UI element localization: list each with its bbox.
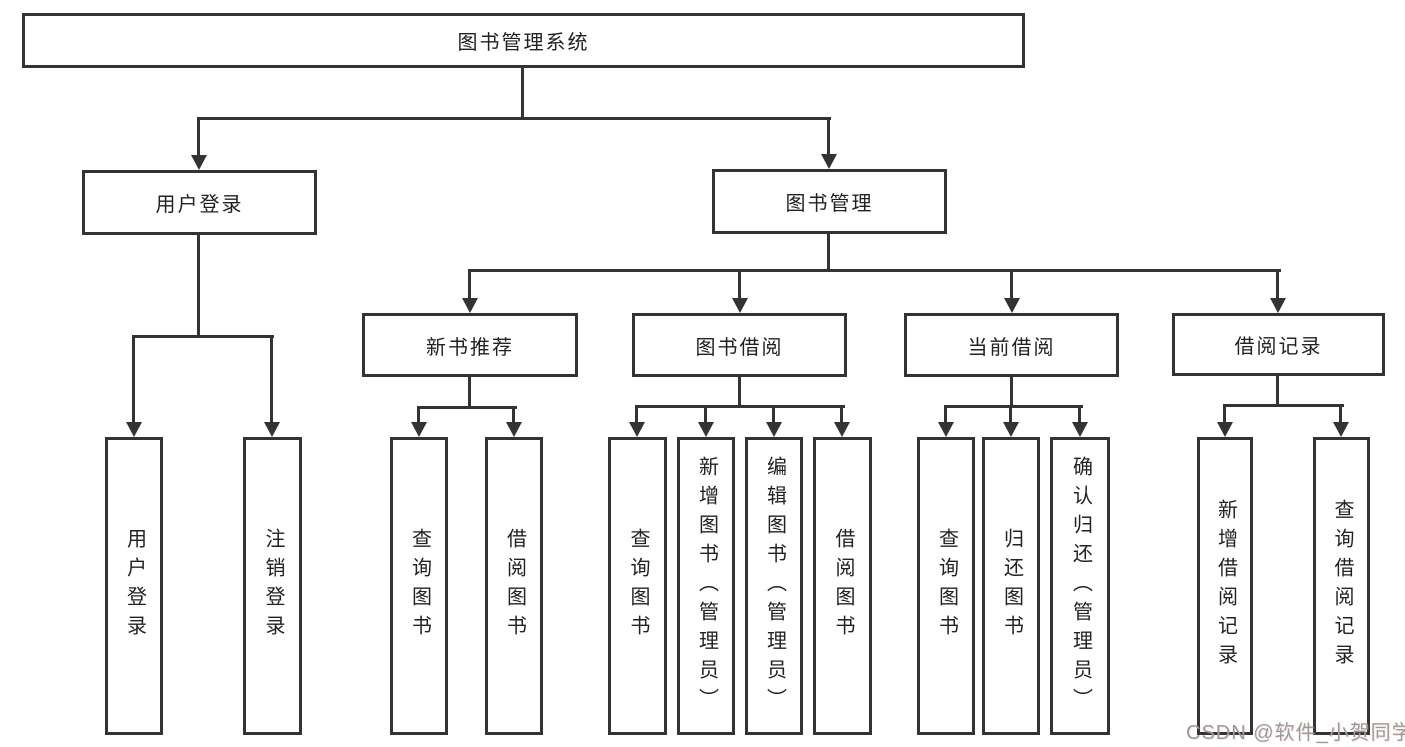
- connector-user-login-stem: [197, 235, 200, 337]
- node-leaf-user-login: 用户登录: [105, 437, 163, 735]
- connector-drop-user-login: [197, 118, 200, 158]
- node-leaf-records-add-record: 新增借阅记录: [1197, 437, 1253, 735]
- connector-drop-borrow-borrow: [840, 407, 843, 425]
- arrowhead-down: [264, 422, 280, 437]
- arrowhead-down: [834, 422, 850, 437]
- connector-book-mgmt-split: [468, 269, 1281, 272]
- node-leaf-logout: 注销登录: [243, 437, 302, 735]
- node-leaf-newrec-query-books: 查询图书: [390, 437, 448, 735]
- connector-user-login-split: [132, 335, 274, 338]
- node-leaf-borrow-edit-books-admin: 编辑图书（管理员）: [745, 437, 803, 735]
- node-leaf-current-confirm-return-admin-label: 确认归还（管理员）: [1069, 455, 1092, 717]
- node-leaf-borrow-edit-books-admin-label: 编辑图书（管理员）: [763, 455, 786, 717]
- connector-drop-newrec-query: [417, 408, 420, 425]
- arrowhead-down: [938, 422, 954, 437]
- node-leaf-borrow-borrow-books-label: 借阅图书: [832, 528, 854, 644]
- node-leaf-records-add-record-label: 新增借阅记录: [1214, 499, 1237, 673]
- node-user-login: 用户登录: [82, 170, 317, 235]
- node-leaf-borrow-add-books-admin: 新增图书（管理员）: [677, 437, 735, 735]
- node-user-login-label: 用户登录: [155, 194, 244, 216]
- node-leaf-current-confirm-return-admin: 确认归还（管理员）: [1050, 437, 1110, 735]
- connector-drop-leaf-logout: [270, 337, 273, 425]
- arrowhead-down: [629, 422, 645, 437]
- node-current-borrow: 当前借阅: [904, 313, 1119, 377]
- node-library-management-system: 图书管理系统: [22, 13, 1025, 68]
- node-library-management-system-label: 图书管理系统: [457, 32, 590, 54]
- arrowhead-down: [462, 298, 478, 313]
- connector-drop-records-query: [1339, 406, 1342, 425]
- connector-drop-current-query: [944, 407, 947, 425]
- node-leaf-newrec-query-books-label: 查询图书: [408, 528, 431, 644]
- connector-records-stem: [1276, 376, 1279, 406]
- node-current-borrow-label: 当前借阅: [967, 336, 1056, 359]
- connector-drop-newrec-borrow: [512, 408, 515, 425]
- arrowhead-down: [732, 298, 748, 313]
- arrowhead-down: [506, 422, 522, 437]
- node-leaf-newrec-borrow-books: 借阅图书: [485, 437, 543, 735]
- connector-drop-records-add: [1223, 406, 1226, 425]
- node-leaf-current-return-books: 归还图书: [982, 437, 1040, 735]
- node-book-borrow: 图书借阅: [632, 313, 847, 377]
- connector-current-stem: [1010, 377, 1013, 407]
- arrowhead-down: [698, 422, 714, 437]
- connector-drop-borrow-records: [1276, 271, 1279, 301]
- arrowhead-down: [1333, 422, 1349, 437]
- node-book-management-label: 图书管理: [785, 193, 874, 215]
- node-new-book-recommend-label: 新书推荐: [426, 336, 514, 359]
- connector-drop-current-confirm: [1078, 407, 1081, 425]
- node-leaf-borrow-add-books-admin-label: 新增图书（管理员）: [695, 455, 718, 717]
- node-leaf-logout-label: 注销登录: [262, 528, 284, 644]
- node-borrow-records-label: 借阅记录: [1234, 336, 1323, 358]
- node-leaf-current-query-books: 查询图书: [917, 437, 975, 735]
- arrowhead-down: [821, 154, 837, 169]
- connector-root-stem: [521, 68, 524, 118]
- arrowhead-down: [126, 422, 142, 437]
- connector-records-split: [1223, 404, 1344, 407]
- connector-drop-current-return: [1009, 407, 1012, 425]
- connector-book-mgmt-stem: [827, 234, 830, 271]
- connector-borrow-split: [635, 405, 845, 408]
- arrowhead-down: [1003, 422, 1019, 437]
- connector-drop-book-management: [827, 118, 830, 158]
- arrowhead-down: [411, 422, 427, 437]
- connector-drop-borrow-add: [704, 407, 707, 425]
- node-leaf-current-return-books-label: 归还图书: [1000, 528, 1023, 644]
- node-leaf-user-login-label: 用户登录: [123, 528, 146, 644]
- connector-newrec-stem: [468, 377, 471, 408]
- csdn-watermark: CSDN @软件_小贺同学: [1186, 722, 1405, 744]
- arrowhead-down: [1217, 422, 1233, 437]
- connector-newrec-split: [417, 406, 517, 409]
- connector-borrow-stem: [738, 377, 741, 407]
- connector-drop-borrow-query: [635, 407, 638, 425]
- connector-drop-new-book: [468, 271, 471, 301]
- arrowhead-down: [1270, 298, 1286, 313]
- connector-drop-borrow-edit: [772, 407, 775, 425]
- node-leaf-borrow-borrow-books: 借阅图书: [813, 437, 872, 735]
- node-borrow-records: 借阅记录: [1172, 313, 1385, 376]
- node-book-borrow-label: 图书借阅: [695, 336, 784, 359]
- node-leaf-records-query-record: 查询借阅记录: [1313, 437, 1370, 735]
- connector-current-split: [944, 405, 1083, 408]
- connector-drop-current-borrow: [1010, 271, 1013, 301]
- connector-drop-book-borrow: [738, 271, 741, 301]
- node-new-book-recommend: 新书推荐: [362, 313, 578, 377]
- node-leaf-records-query-record-label: 查询借阅记录: [1331, 499, 1353, 673]
- node-leaf-current-query-books-label: 查询图书: [935, 528, 958, 644]
- arrowhead-down: [191, 155, 207, 170]
- node-book-management: 图书管理: [712, 169, 947, 234]
- connector-root-split: [197, 117, 831, 120]
- node-leaf-borrow-query-books-label: 查询图书: [627, 528, 649, 644]
- node-leaf-newrec-borrow-books-label: 借阅图书: [503, 528, 526, 644]
- arrowhead-down: [1004, 298, 1020, 313]
- arrowhead-down: [1072, 422, 1088, 437]
- node-leaf-borrow-query-books: 查询图书: [608, 437, 667, 735]
- arrowhead-down: [766, 422, 782, 437]
- connector-drop-leaf-user-login: [132, 337, 135, 425]
